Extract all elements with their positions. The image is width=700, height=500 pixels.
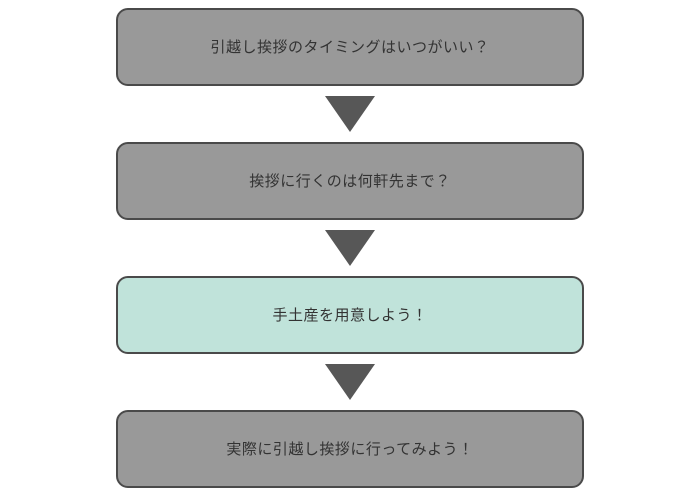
flow-node-step-4[interactable]: 実際に引越し挨拶に行ってみよう！ <box>116 410 584 488</box>
down-arrow-icon-3 <box>325 364 375 400</box>
flow-node-label-step-4: 実際に引越し挨拶に行ってみよう！ <box>226 440 474 458</box>
flow-node-label-step-2: 挨拶に行くのは何軒先まで？ <box>249 172 451 190</box>
flow-node-step-2[interactable]: 挨拶に行くのは何軒先まで？ <box>116 142 584 220</box>
down-arrow-icon-1 <box>325 96 375 132</box>
spacer-before-step-3 <box>350 266 351 276</box>
spacer-after-step-3 <box>350 354 351 364</box>
top-spacer <box>350 0 351 8</box>
spacer-before-step-4 <box>350 400 351 410</box>
flow-node-step-1[interactable]: 引越し挨拶のタイミングはいつがいい？ <box>116 8 584 86</box>
down-arrow-icon-2 <box>325 230 375 266</box>
spacer-before-step-2 <box>350 132 351 142</box>
flow-node-step-3[interactable]: 手土産を用意しよう！ <box>116 276 584 354</box>
flow-node-label-step-3: 手土産を用意しよう！ <box>272 306 428 324</box>
flow-node-label-step-1: 引越し挨拶のタイミングはいつがいい？ <box>210 38 490 56</box>
spacer-after-step-1 <box>350 86 351 96</box>
spacer-after-step-2 <box>350 220 351 230</box>
